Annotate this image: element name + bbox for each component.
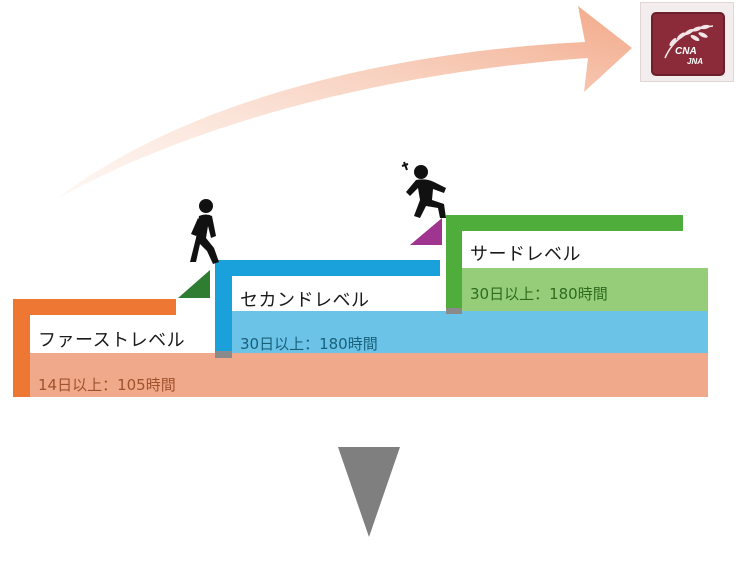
second-level-bar xyxy=(232,311,708,353)
first-level-requirement: 14日以上：105時間 xyxy=(38,376,176,394)
first-level-bar xyxy=(30,353,708,397)
logo-text-cna: CNA xyxy=(675,46,697,57)
wheat-leaf-icon xyxy=(664,24,714,59)
third-level-bracket xyxy=(446,215,683,312)
third-level-title: サードレベル xyxy=(470,244,581,265)
third-level-bar xyxy=(462,268,708,311)
purple-step-triangle xyxy=(410,218,442,245)
second-level-requirement: 30日以上：180時間 xyxy=(240,335,378,353)
logo-text-jna: JNA xyxy=(687,57,704,66)
first-level-title: ファーストレベル xyxy=(38,330,186,351)
logo-emblem: CNA JNA xyxy=(651,12,725,76)
climbing-person-icon xyxy=(401,161,446,218)
walking-person-icon xyxy=(190,199,219,264)
second-level-title: セカンドレベル xyxy=(240,290,370,311)
down-triangle-icon xyxy=(338,447,400,537)
first-level-bracket xyxy=(13,299,176,397)
third-level-requirement: 30日以上：180時間 xyxy=(470,285,608,303)
green-step-triangle xyxy=(178,270,210,298)
association-logo: CNA JNA xyxy=(640,2,734,82)
second-level-bracket xyxy=(215,260,440,353)
